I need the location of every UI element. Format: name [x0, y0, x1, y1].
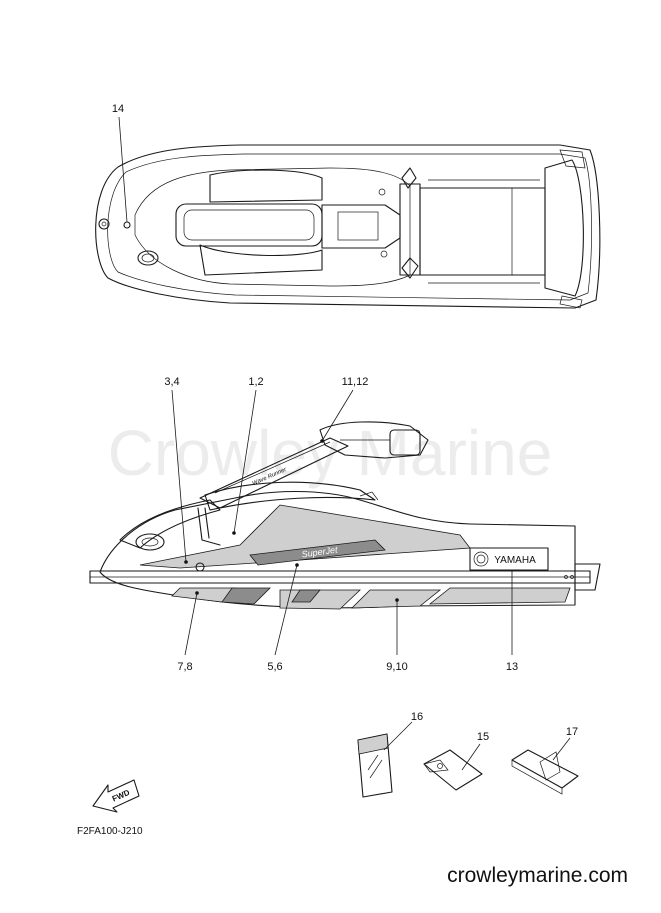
callout-13: 13 [506, 661, 518, 673]
callout-3-4: 3,4 [164, 376, 179, 388]
fwd-arrow-icon: FWD [92, 779, 140, 813]
callout-17: 17 [566, 726, 578, 738]
callout-9-10: 9,10 [386, 661, 407, 673]
part-17-strap [511, 737, 579, 795]
hull-brand-label: YAMAHA [494, 555, 536, 566]
callout-7-8: 7,8 [177, 661, 192, 673]
diagram-code: F2FA100-J210 [77, 826, 143, 837]
part-16-manual [357, 721, 413, 798]
watermark-text: Crowley Marine [108, 417, 553, 489]
part-15-pouch [423, 743, 483, 791]
side-view-jetski: SuperJet YAMAHA Wave Runner [89, 389, 601, 656]
callout-11-12: 11,12 [342, 376, 369, 388]
callout-14: 14 [112, 103, 124, 115]
callout-15: 15 [477, 731, 489, 743]
callout-5-6: 5,6 [267, 661, 282, 673]
footer-url: crowleymarine.com [447, 864, 628, 887]
top-view-jetski [95, 116, 601, 309]
callout-1-2: 1,2 [248, 376, 263, 388]
callout-16: 16 [411, 711, 423, 723]
